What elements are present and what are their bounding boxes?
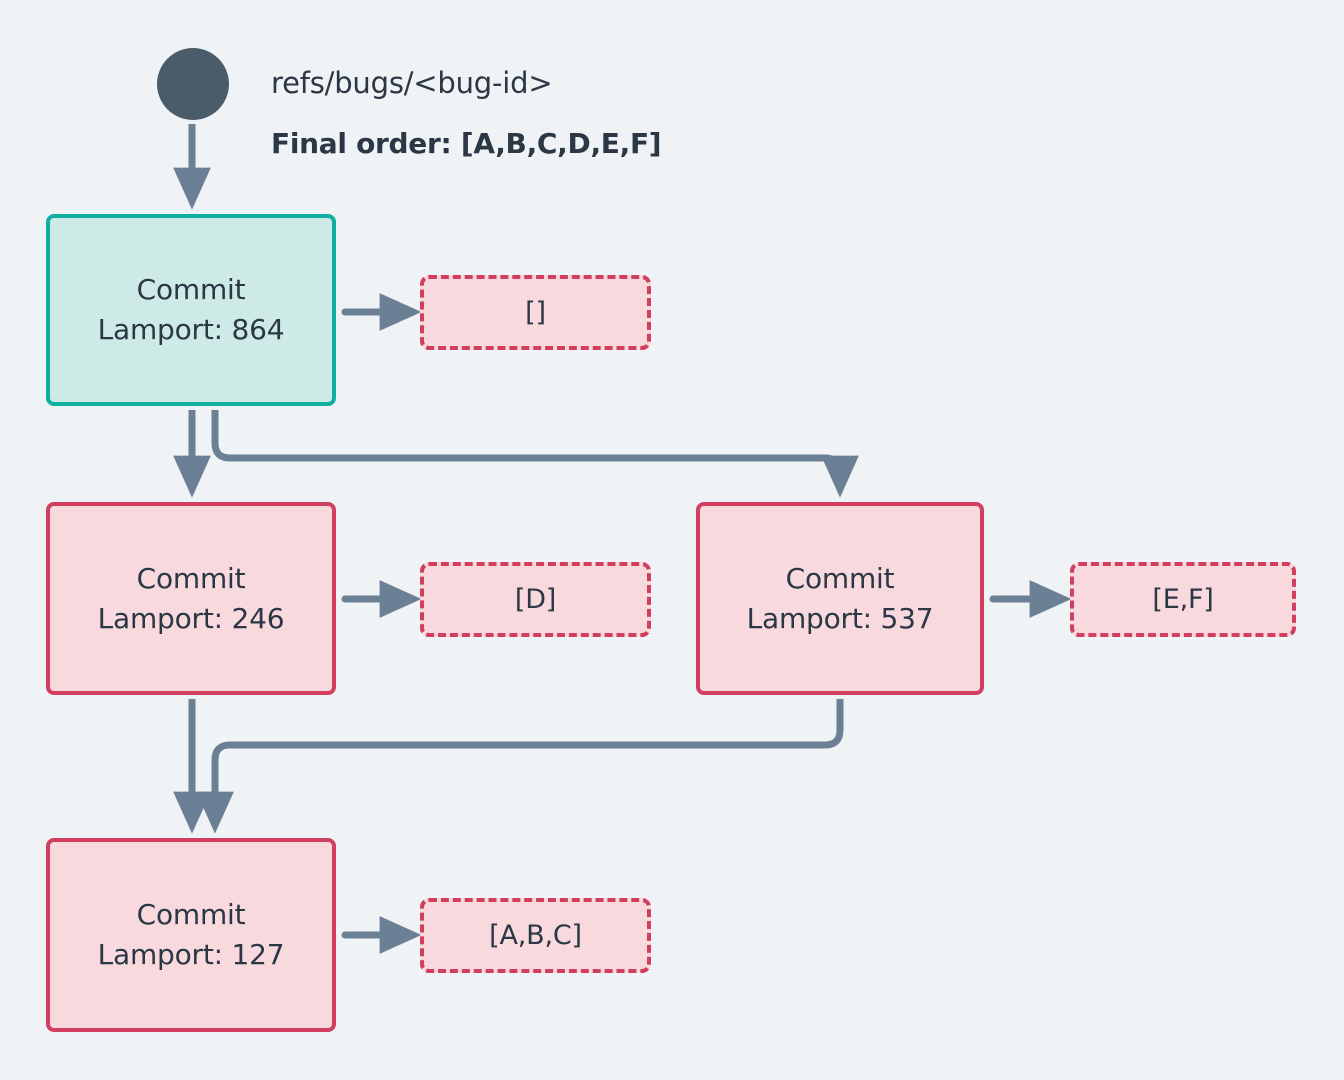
commit-node-864-lamport: Lamport: 864 <box>97 313 285 346</box>
commit-node-537-lamport: Lamport: 537 <box>746 601 934 635</box>
final-order-label: Final order: [A,B,C,D,E,F] <box>271 127 662 160</box>
payload-box-127[interactable]: [A,B,C] <box>420 898 651 973</box>
payload-box-864-text: [] <box>525 297 546 328</box>
commit-node-127[interactable]: Commit Lamport: 127 <box>46 838 336 1032</box>
edge-864-to-537 <box>211 410 859 498</box>
payload-box-537-text: [E,F] <box>1152 584 1214 615</box>
payload-box-246[interactable]: [D] <box>420 562 651 637</box>
payload-box-127-text: [A,B,C] <box>489 920 582 951</box>
payload-box-246-text: [D] <box>514 584 557 615</box>
commit-node-127-title: Commit <box>136 898 246 932</box>
edge-537-to-127 <box>196 699 844 834</box>
commit-node-246-lamport: Lamport: 246 <box>97 601 285 635</box>
payload-box-864[interactable]: [] <box>420 275 651 350</box>
commit-node-537[interactable]: Commit Lamport: 537 <box>696 502 984 695</box>
commit-node-127-lamport: Lamport: 127 <box>97 938 285 971</box>
commit-node-246[interactable]: Commit Lamport: 246 <box>46 502 336 695</box>
payload-box-537[interactable]: [E,F] <box>1070 562 1296 637</box>
commit-node-864[interactable]: Commit Lamport: 864 <box>46 214 336 406</box>
commit-node-864-title: Commit <box>136 273 246 307</box>
commit-node-246-title: Commit <box>136 561 246 595</box>
commit-node-537-title: Commit <box>785 561 895 595</box>
ref-path-label: refs/bugs/<bug-id> <box>271 66 553 100</box>
root-ref-marker <box>157 48 229 120</box>
